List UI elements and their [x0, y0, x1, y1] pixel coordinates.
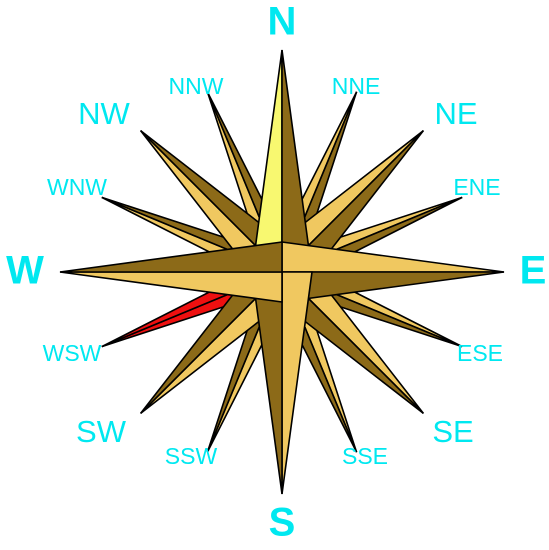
compass-labels: N E S W NW NE SW SE NNW NNE WNW ENE WSW …: [6, 0, 546, 545]
label-ssw: SSW: [165, 443, 218, 469]
n-point-right-face: [281, 49, 313, 273]
label-ne: NE: [434, 96, 477, 131]
label-w: W: [6, 249, 44, 293]
e-point-left-face: [281, 241, 505, 273]
label-sw: SW: [76, 414, 127, 449]
w-point-right-face: [59, 241, 283, 273]
label-se: SE: [432, 414, 473, 449]
label-wsw: WSW: [43, 340, 102, 366]
n-point-left-face: [251, 49, 283, 273]
s-point-right-face: [251, 271, 283, 495]
label-sse: SSE: [342, 443, 388, 469]
s-point-left-face: [281, 271, 313, 495]
label-nw: NW: [78, 96, 130, 131]
label-wnw: WNW: [47, 174, 107, 200]
label-e: E: [520, 249, 547, 293]
compass-points: [59, 49, 505, 495]
label-n: N: [268, 0, 297, 44]
e-point-right-face: [281, 271, 505, 303]
label-ene: ENE: [453, 174, 500, 200]
label-nnw: NNW: [169, 73, 224, 99]
label-s: S: [269, 501, 296, 545]
w-point-left-face: [59, 271, 283, 303]
label-nne: NNE: [332, 73, 381, 99]
label-ese: ESE: [457, 340, 503, 366]
